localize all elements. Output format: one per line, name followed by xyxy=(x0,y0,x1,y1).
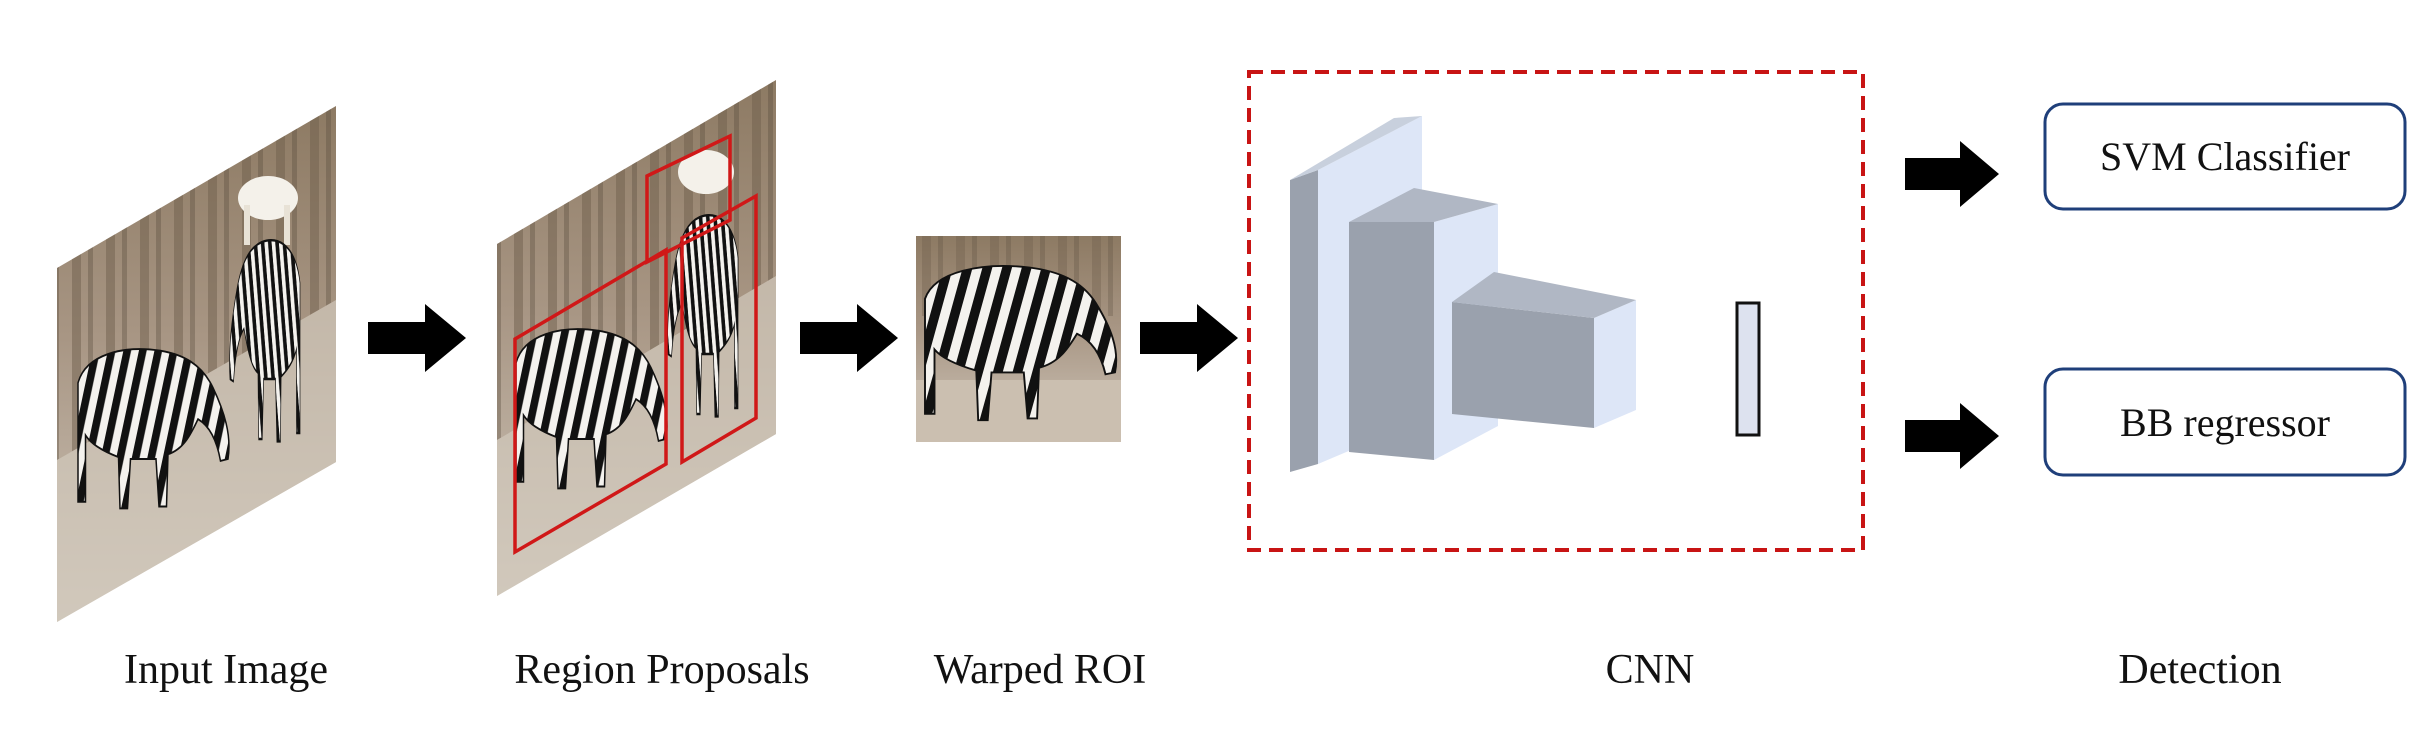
label-warped-roi: Warped ROI xyxy=(933,647,1147,693)
label-cnn: CNN xyxy=(1605,647,1695,693)
label-detection: Detection xyxy=(2118,647,2282,693)
svm-classifier-label: SVM Classifier xyxy=(2100,134,2350,179)
cnn-feature-vector xyxy=(1735,301,1761,437)
input-image-photo xyxy=(57,106,336,622)
svm-classifier-box: SVM Classifier xyxy=(2043,102,2407,211)
proposal-box-zebra-left xyxy=(513,246,668,556)
proposal-boxes xyxy=(513,133,758,556)
cnn-layer-3 xyxy=(1452,272,1636,428)
arrow-3 xyxy=(1140,304,1238,372)
arrow-to-svm xyxy=(1905,141,1999,207)
bb-regressor-box: BB regressor xyxy=(2043,367,2407,477)
arrow-to-bb xyxy=(1905,403,1999,469)
region-proposals-photo xyxy=(497,80,776,596)
label-region-proposals: Region Proposals xyxy=(514,647,810,693)
cnn-dashed-border xyxy=(1247,70,1865,552)
warped-roi-photo xyxy=(916,236,1121,442)
arrow-2 xyxy=(800,304,898,372)
bb-regressor-label: BB regressor xyxy=(2120,400,2330,445)
label-input-image: Input Image xyxy=(123,647,329,693)
proposal-box-white-animal xyxy=(645,133,732,265)
arrow-1 xyxy=(368,304,466,372)
